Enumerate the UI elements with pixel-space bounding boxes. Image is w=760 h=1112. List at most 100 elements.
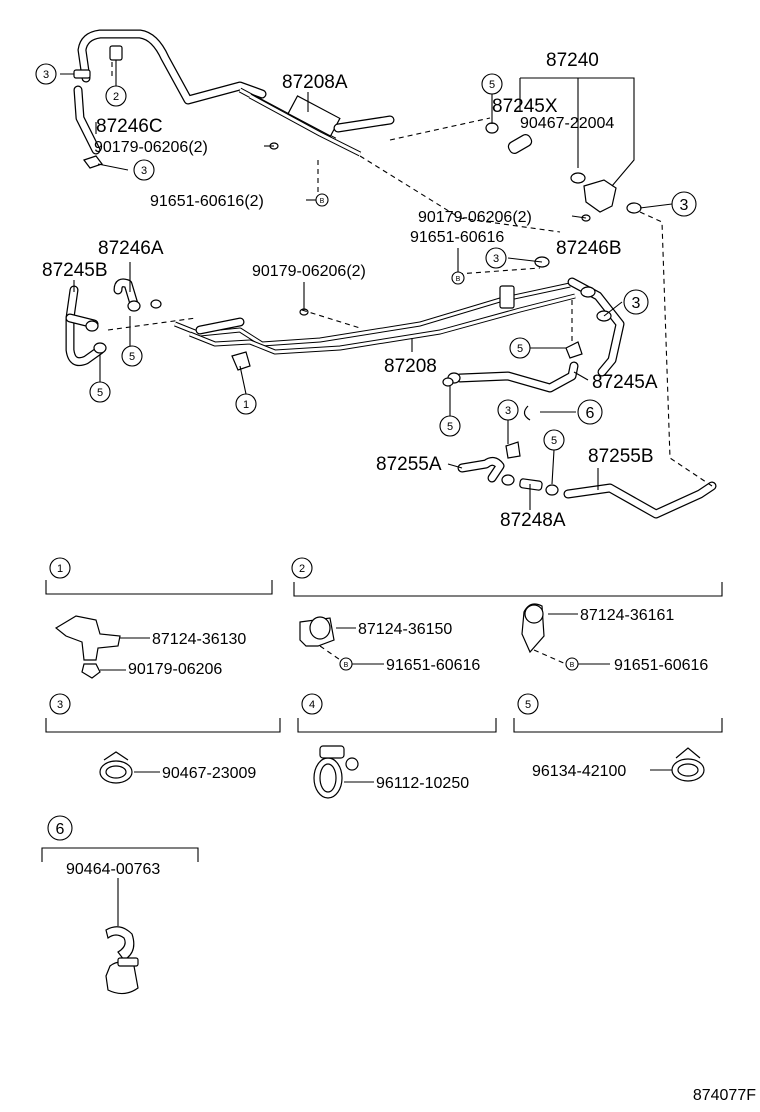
group-6-badge: 6 bbox=[47, 815, 73, 841]
svg-text:5: 5 bbox=[447, 421, 453, 433]
svg-text:5: 5 bbox=[525, 699, 531, 711]
detail-group-6: 6 90464-00763 bbox=[41, 815, 199, 995]
part-96134-42100: 96134-42100 bbox=[532, 763, 626, 780]
callout-3: 3 bbox=[623, 289, 649, 315]
valve-87240 bbox=[570, 172, 642, 214]
svg-text:B: B bbox=[456, 276, 461, 283]
label-87240: 87240 bbox=[546, 50, 599, 71]
callout-2: 2 bbox=[105, 85, 127, 107]
label-87245x: 87245X bbox=[492, 96, 558, 117]
callout-3: 3 bbox=[485, 247, 507, 269]
svg-text:5: 5 bbox=[97, 387, 103, 399]
part-87124-36130: 87124-36130 bbox=[152, 631, 246, 648]
callout-5: 5 bbox=[481, 73, 503, 95]
main-labels: 87240 87208A 87245X 87246C 90467-22004 9… bbox=[42, 50, 658, 531]
svg-text:3: 3 bbox=[493, 253, 499, 265]
pipe-87208 bbox=[174, 282, 576, 355]
bolt-b-1: B bbox=[339, 657, 353, 671]
part-87124-36150: 87124-36150 bbox=[358, 621, 452, 638]
group-4-badge: 4 bbox=[301, 693, 323, 715]
svg-text:3: 3 bbox=[57, 699, 63, 711]
label-90179-06206-2-c: 90179-06206(2) bbox=[252, 263, 366, 280]
svg-text:2: 2 bbox=[299, 563, 305, 575]
callout-5: 5 bbox=[439, 415, 461, 437]
hose-87246a bbox=[113, 278, 141, 312]
hose-87255b bbox=[563, 481, 717, 519]
label-90467-22004: 90467-22004 bbox=[520, 115, 614, 132]
hose-87246c bbox=[73, 29, 267, 155]
label-91651-60616-a: 91651-60616 bbox=[410, 229, 504, 246]
detail-group-4: 4 96112-10250 bbox=[297, 693, 497, 799]
svg-text:B: B bbox=[570, 662, 575, 669]
callout-5: 5 bbox=[121, 345, 143, 367]
label-90179-06206-2-b: 90179-06206(2) bbox=[418, 209, 532, 226]
svg-text:2: 2 bbox=[113, 91, 119, 103]
part-90464-00763: 90464-00763 bbox=[66, 861, 160, 878]
svg-text:4: 4 bbox=[309, 699, 315, 711]
detail-group-3: 3 90467-23009 bbox=[45, 693, 281, 784]
group-5-badge: 5 bbox=[517, 693, 539, 715]
callout-1: 1 bbox=[235, 393, 257, 415]
detail-group-2: 2 B 87124-36150 91651-60616 B 87124-3616… bbox=[291, 557, 723, 674]
svg-text:1: 1 bbox=[57, 563, 63, 575]
label-87246c: 87246C bbox=[96, 116, 163, 137]
svg-text:3: 3 bbox=[632, 295, 641, 312]
part-87124-36161: 87124-36161 bbox=[580, 607, 674, 624]
svg-text:5: 5 bbox=[489, 79, 495, 91]
label-90179-06206-2-a: 90179-06206(2) bbox=[94, 139, 208, 156]
hose-87245a bbox=[447, 361, 579, 393]
svg-text:B: B bbox=[344, 662, 349, 669]
svg-text:5: 5 bbox=[517, 343, 523, 355]
svg-text:5: 5 bbox=[129, 351, 135, 363]
bolt-b-2: B bbox=[565, 657, 579, 671]
callout-5: 5 bbox=[509, 337, 531, 359]
callout-6: 6 bbox=[577, 399, 603, 425]
part-90179-06206: 90179-06206 bbox=[128, 661, 222, 678]
detail-group-1: 1 87124-36130 90179-06206 bbox=[45, 557, 273, 679]
label-91651-60616-2: 91651-60616(2) bbox=[150, 193, 264, 210]
callout-b: B bbox=[315, 193, 329, 207]
svg-text:B: B bbox=[320, 198, 325, 205]
dashed-guides bbox=[107, 62, 713, 487]
part-91651-60616-g2a: 91651-60616 bbox=[386, 657, 480, 674]
callout-3: 3 bbox=[35, 63, 57, 85]
svg-text:6: 6 bbox=[586, 405, 595, 422]
label-87208: 87208 bbox=[384, 356, 437, 377]
hose-87246b bbox=[567, 277, 625, 377]
group-1-badge: 1 bbox=[49, 557, 71, 579]
label-87255b: 87255B bbox=[588, 446, 654, 467]
part-90467-23009: 90467-23009 bbox=[162, 765, 256, 782]
pipe-87208a bbox=[238, 87, 395, 157]
label-87246a: 87246A bbox=[98, 238, 164, 259]
group-3-badge: 3 bbox=[49, 693, 71, 715]
part-91651-60616-g2b: 91651-60616 bbox=[614, 657, 708, 674]
svg-text:1: 1 bbox=[243, 399, 249, 411]
label-87248a: 87248A bbox=[500, 510, 566, 531]
clamp-markers bbox=[73, 45, 591, 459]
detail-group-5: 5 96134-42100 bbox=[513, 693, 723, 782]
callout-5: 5 bbox=[543, 429, 565, 451]
svg-text:3: 3 bbox=[680, 197, 689, 214]
svg-text:5: 5 bbox=[551, 435, 557, 447]
group-2-badge: 2 bbox=[291, 557, 313, 579]
hose-87255a bbox=[457, 456, 515, 486]
callout-3: 3 bbox=[133, 159, 155, 181]
svg-text:6: 6 bbox=[56, 821, 65, 838]
callout-3: 3 bbox=[497, 399, 519, 421]
callout-b: B bbox=[451, 271, 465, 285]
callout-3: 3 bbox=[671, 191, 697, 217]
svg-text:3: 3 bbox=[43, 69, 49, 81]
label-87245a: 87245A bbox=[592, 372, 658, 393]
callout-circles: 3 2 3 5 3 3 3 5 5 1 5 5 3 6 5 B B bbox=[35, 63, 697, 451]
diagram-id: 874077F bbox=[693, 1087, 756, 1104]
label-87246b: 87246B bbox=[556, 238, 622, 259]
callout-5: 5 bbox=[89, 381, 111, 403]
label-87255a: 87255A bbox=[376, 454, 442, 475]
label-87245b: 87245B bbox=[42, 260, 108, 281]
svg-text:3: 3 bbox=[141, 165, 147, 177]
part-96112-10250: 96112-10250 bbox=[376, 775, 469, 792]
svg-text:3: 3 bbox=[505, 405, 511, 417]
label-87208a: 87208A bbox=[282, 72, 348, 93]
